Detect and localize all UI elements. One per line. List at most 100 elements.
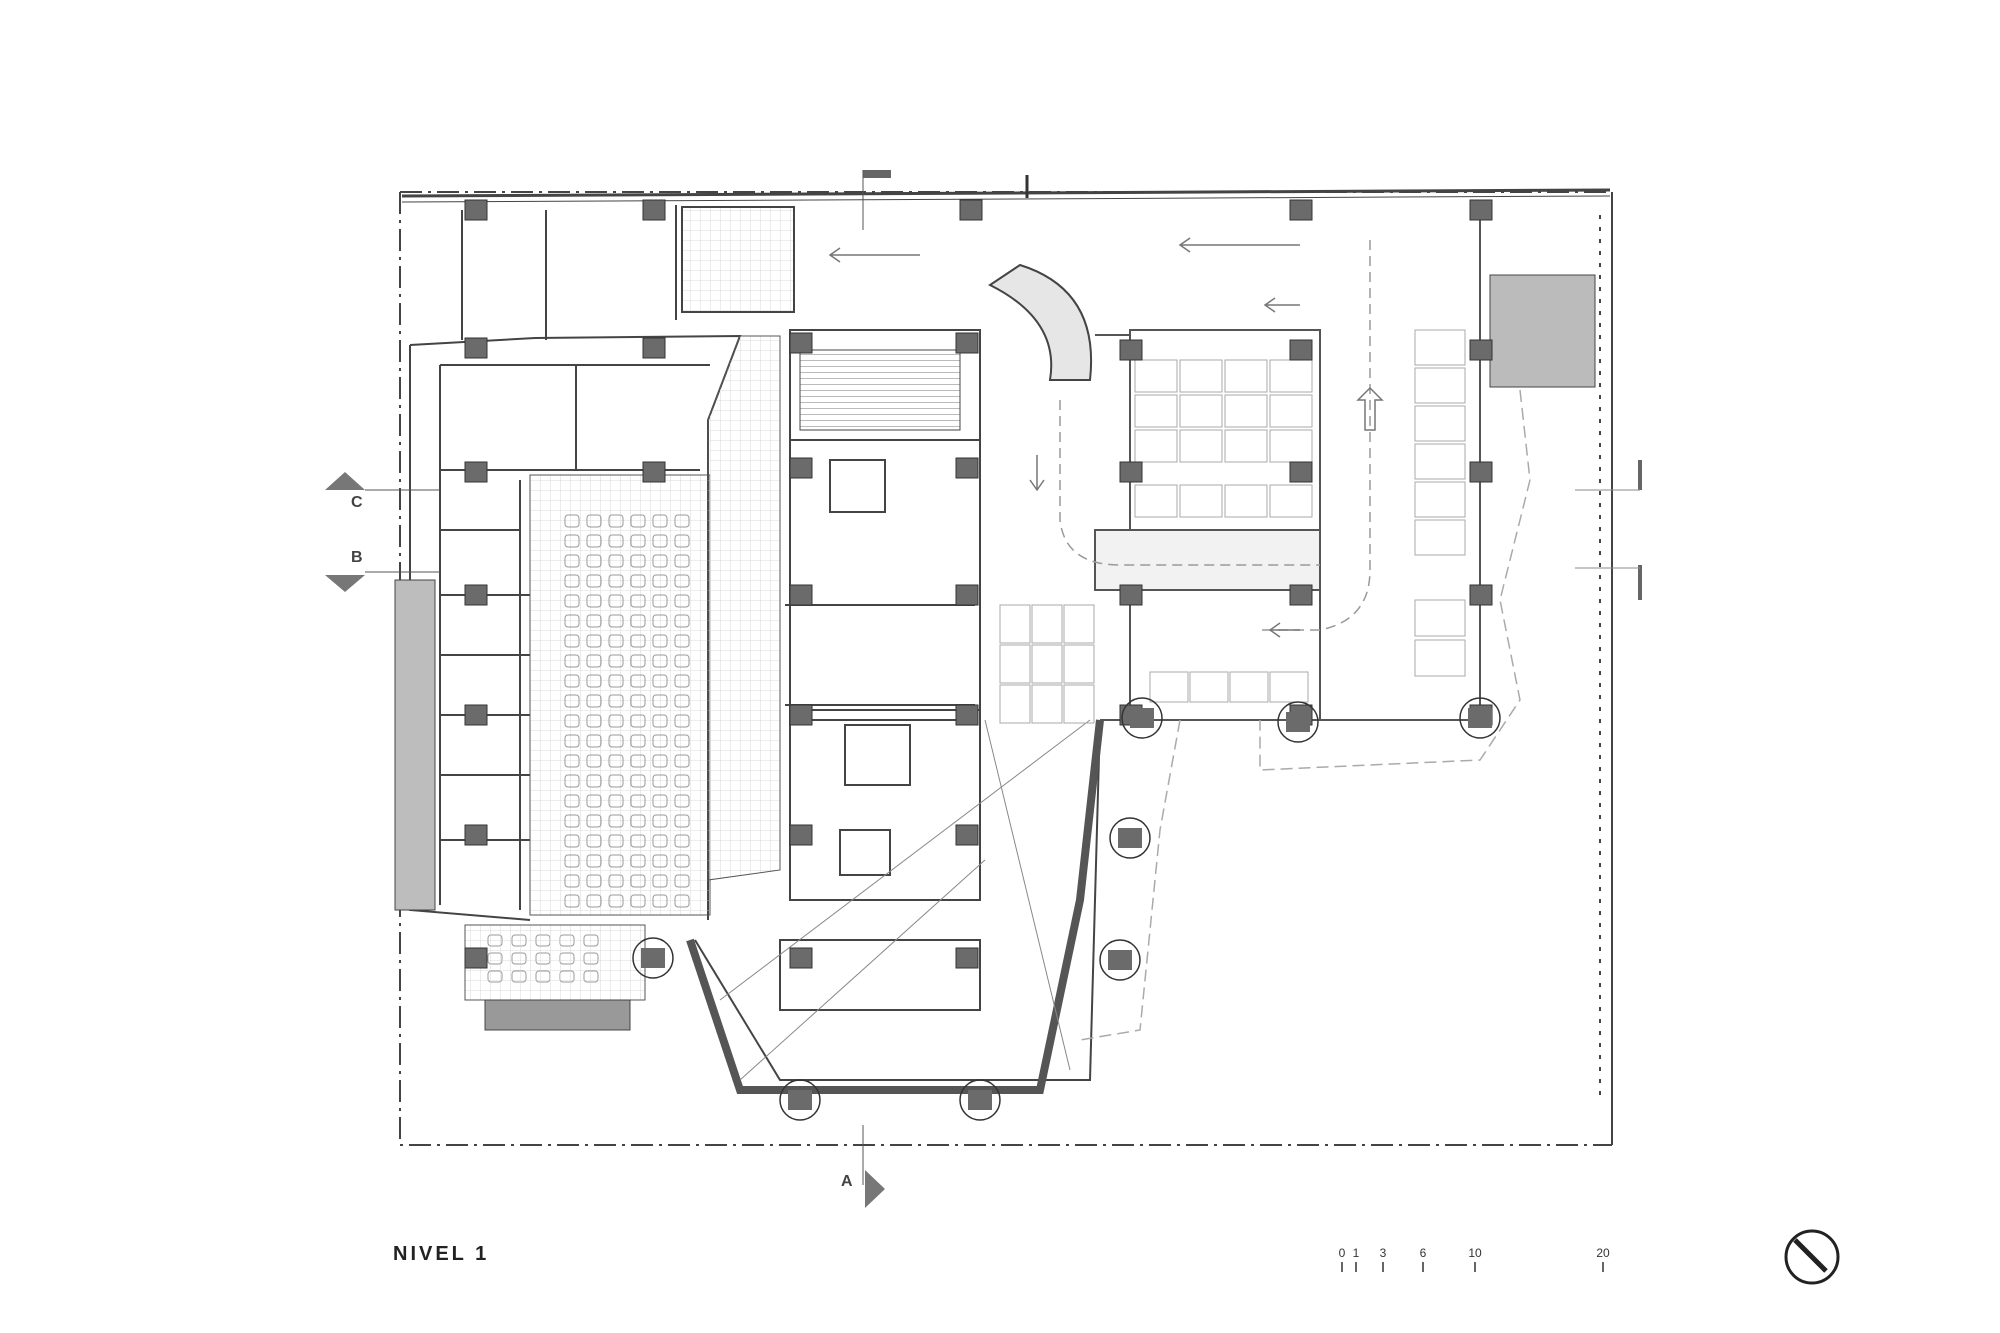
parking-stall [1031,644,1063,684]
dining-table [674,774,690,788]
parking-stall [1149,671,1189,703]
column [789,332,813,354]
dining-table [674,554,690,568]
dining-table [630,814,646,828]
dining-table [586,894,602,908]
dining-table [630,594,646,608]
column [955,704,979,726]
northeast-stair [1489,274,1596,388]
dining-table [586,674,602,688]
dining-table [674,834,690,848]
dining-table [652,854,668,868]
dining-table [586,614,602,628]
dining-table [586,514,602,528]
dining-table [564,774,580,788]
round-column-core [1286,712,1310,732]
dining-table [674,714,690,728]
column [955,457,979,479]
parking-stall [1229,671,1269,703]
dining-table [608,814,624,828]
dining-table [608,734,624,748]
dining-table [630,894,646,908]
column [1469,339,1493,361]
dining-table [674,534,690,548]
dining-table [674,594,690,608]
dining-table [630,714,646,728]
dining-table [564,554,580,568]
round-column [1459,697,1501,739]
east-section-lines [1575,489,1640,569]
lobby-corridor [707,335,781,881]
dining-table [674,754,690,768]
dining-table [674,874,690,888]
dining-table [586,734,602,748]
terrace-steps [484,999,631,1031]
parking-stall [1224,429,1268,463]
dining-table [630,854,646,868]
parking-stall [1414,443,1466,480]
dining-table [630,874,646,888]
building-core [785,329,981,901]
section-label-c: C [351,494,363,511]
column [1119,461,1143,483]
column [464,947,488,969]
column [1469,584,1493,606]
dining-table [564,794,580,808]
dining-table [674,894,690,908]
dining-table [608,854,624,868]
column [1119,339,1143,361]
column [464,584,488,606]
round-column-core [1118,828,1142,848]
dining-table [564,814,580,828]
east-boundary [1599,192,1613,1145]
column [464,337,488,359]
parking-stall [999,604,1031,644]
dining-table [586,594,602,608]
column [955,584,979,606]
dining-table [674,694,690,708]
column [1469,199,1493,221]
dining-table [564,634,580,648]
parking-stall [1269,394,1313,428]
round-column [1099,939,1141,981]
curved-ramp [988,263,1093,381]
parking-stall [1269,484,1313,518]
column [955,824,979,846]
dashed-limit [1079,389,1531,1041]
dining-table [674,514,690,528]
dining-table [608,654,624,668]
column [789,947,813,969]
dining-table [652,654,668,668]
scale-tick-1: 1 [1352,1246,1360,1260]
parking-stall [1224,484,1268,518]
parking-stall [1031,604,1063,644]
column [789,584,813,606]
dining-table [630,734,646,748]
driveway-route [1059,240,1371,631]
dining-table [652,874,668,888]
washrooms [681,206,795,313]
dining-table [608,754,624,768]
dining-table [630,554,646,568]
dining-table [630,674,646,688]
round-column-core [1130,708,1154,728]
dining-table [586,754,602,768]
column [642,199,666,221]
dining-table [630,614,646,628]
dining-table [674,794,690,808]
scale-tick-3: 3 [1379,1246,1387,1260]
parking-stall [1269,671,1309,703]
dining-table [586,694,602,708]
ramp [1094,529,1321,591]
dining-table [586,794,602,808]
dining-table [630,754,646,768]
dining-table [608,834,624,848]
section-marker-c-icon [325,472,365,490]
south-tower [694,719,1101,1081]
column [464,704,488,726]
traffic-arrows [828,237,1384,638]
column [789,457,813,479]
parking-stall [999,644,1031,684]
scale-tick-10: 10 [1468,1246,1482,1260]
